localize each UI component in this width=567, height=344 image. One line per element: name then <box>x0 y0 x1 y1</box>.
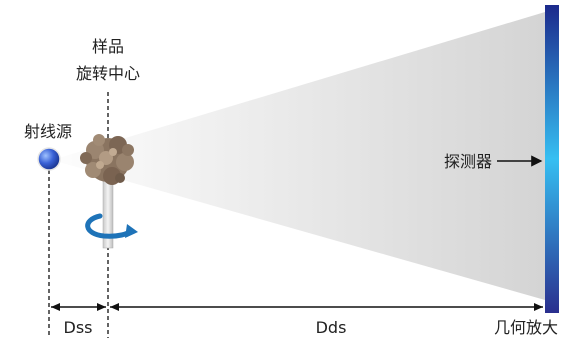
sample-label-line2: 旋转中心 <box>76 64 140 83</box>
sample-label-line1: 样品 <box>92 37 124 56</box>
dds-label: Dds <box>316 318 347 337</box>
rotation-arrow-icon <box>85 213 138 239</box>
magnification-label: 几何放大 <box>494 318 558 337</box>
xray-beam-cone <box>52 12 545 300</box>
detector-label: 探测器 <box>444 152 492 171</box>
dss-label: Dss <box>64 318 93 337</box>
detector-panel <box>545 5 559 313</box>
sample-icon <box>80 134 134 185</box>
xray-source-icon <box>37 147 61 171</box>
dds-dimension-arrow <box>110 303 543 311</box>
dss-dimension-arrow <box>51 303 106 311</box>
source-label: 射线源 <box>24 122 72 141</box>
